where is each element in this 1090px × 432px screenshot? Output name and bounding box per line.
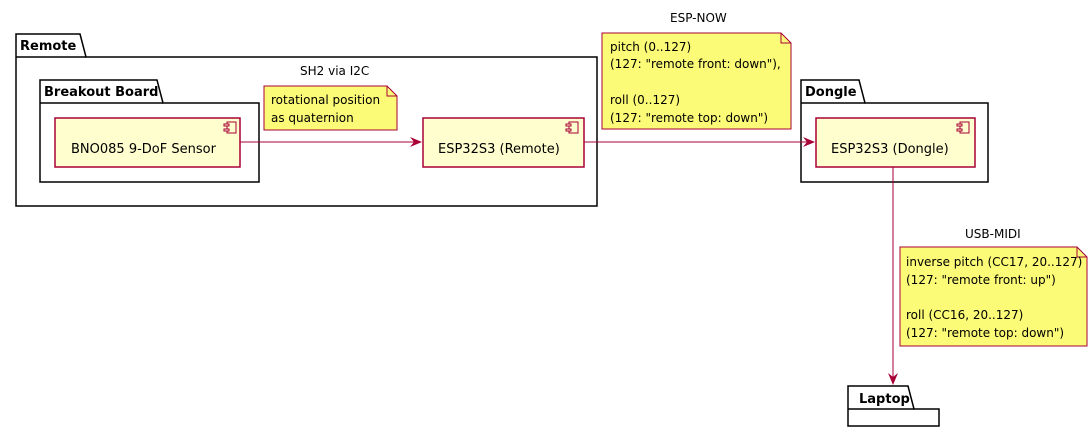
note-line: inverse pitch (CC17, 20..127): [906, 255, 1082, 269]
package-breakout-board-title: Breakout Board: [44, 85, 158, 100]
note-usbmidi: inverse pitch (CC17, 20..127) (127: "rem…: [899, 246, 1088, 347]
note-line: roll (CC16, 20..127): [906, 308, 1023, 322]
component-label: BNO085 9-DoF Sensor: [71, 142, 217, 157]
component-icon: [223, 121, 237, 134]
note-line: (127: "remote top: down"): [906, 326, 1064, 340]
edge-label-espnow: ESP-NOW: [670, 11, 727, 25]
edge-label-sh2: SH2 via I2C: [300, 64, 369, 78]
note-line: pitch (0..127): [610, 40, 691, 54]
note-line: rotational position: [271, 93, 380, 107]
package-dongle-title: Dongle: [805, 85, 857, 100]
package-remote-title: Remote: [20, 39, 77, 54]
component-label: ESP32S3 (Dongle): [831, 142, 949, 157]
note-line: roll (0..127): [610, 93, 680, 107]
component-bno085-sensor: BNO085 9-DoF Sensor: [54, 117, 241, 168]
package-laptop: Laptop: [847, 385, 940, 427]
note-line: (127: "remote top: down"): [610, 111, 768, 125]
component-esp32s3-remote: ESP32S3 (Remote): [422, 117, 585, 168]
note-line: (127: "remote front: up"): [906, 273, 1056, 287]
component-esp32s3-dongle: ESP32S3 (Dongle): [815, 117, 976, 168]
component-icon: [956, 121, 970, 134]
note-espnow: pitch (0..127) (127: "remote front: down…: [601, 32, 792, 130]
edge-label-usbmidi: USB-MIDI: [965, 227, 1021, 241]
note-sh2: rotational position as quaternion: [263, 85, 398, 131]
note-line: (127: "remote front: down"),: [610, 57, 781, 71]
component-icon: [565, 121, 579, 134]
note-line: as quaternion: [271, 111, 354, 125]
component-label: ESP32S3 (Remote): [438, 142, 560, 157]
package-laptop-title: Laptop: [859, 392, 910, 407]
